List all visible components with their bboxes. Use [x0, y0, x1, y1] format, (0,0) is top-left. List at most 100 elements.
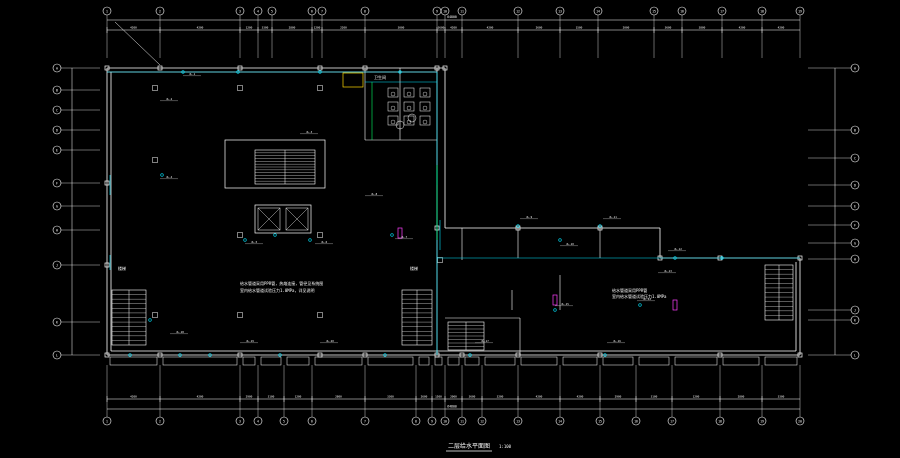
bottom-axis-bubble-label: 13 [516, 419, 520, 423]
elevator-cross [257, 207, 281, 231]
bottom-axis-bubble-label: 10 [443, 419, 447, 423]
bottom-axis-bubble-label: 16 [634, 419, 638, 423]
stair-label-mid: 楼梯 [410, 265, 418, 271]
bottom-axis-bubble-label: 9 [431, 419, 433, 423]
column [237, 65, 243, 71]
bottom-axis-bubble-label: 3 [239, 419, 241, 423]
window-strip [260, 356, 282, 366]
top-bay-dim-text: 3000 [398, 26, 405, 30]
top-axis-bubble-label: 8 [364, 9, 366, 13]
right-axis-bubble-label: B [854, 128, 856, 132]
window-strip [434, 356, 443, 366]
toilet-bowl [406, 105, 412, 111]
pipe-riser [720, 256, 724, 260]
column [157, 352, 163, 358]
pipe-riser [598, 224, 602, 228]
pipe-tag: JL-14 [643, 297, 651, 301]
left-axis-bubble-label: J [56, 263, 58, 267]
column [362, 352, 368, 358]
pipe-riser [603, 353, 607, 357]
interior-column [317, 85, 323, 91]
top-bay-dim-text: 1200 [246, 26, 253, 30]
bottom-axis-bubble-label: 19 [760, 419, 764, 423]
left-axis-bubble-label: B [56, 88, 58, 92]
interior-column [437, 257, 443, 263]
note-right-line-1: 给水管道采用PPR管 [612, 287, 647, 293]
bottom-bay-dim-text: 3100 [651, 395, 658, 399]
pipe-tag: JL-5 [251, 240, 258, 244]
column [434, 65, 440, 71]
column [717, 352, 723, 358]
interior-column [317, 312, 323, 318]
fixture-marker [552, 294, 558, 306]
drawing-title: 二层给水平面图 [448, 442, 490, 450]
bottom-axis-bubble-label: 2 [159, 419, 161, 423]
bottom-axis-bubble-label: 15 [598, 419, 602, 423]
column [317, 65, 323, 71]
toilet-fixture [403, 115, 415, 126]
pipe-riser [308, 238, 312, 242]
top-bay-dim-text: 2600 [536, 26, 543, 30]
pipe-tag: JL-10 [566, 242, 574, 246]
interior-column [152, 157, 158, 163]
bottom-axis-bubble-label: 6 [311, 419, 313, 423]
bottom-axis-bubble-label: 12 [480, 419, 484, 423]
drawing-scale: 1:100 [499, 444, 512, 449]
right-axis-bubble-label: E [854, 204, 856, 208]
pipe-tag: JL-15 [561, 302, 569, 306]
pipe-riser [638, 303, 642, 307]
bottom-axis-bubble-label: 18 [718, 419, 722, 423]
elevator-shaft [285, 207, 309, 231]
right-axis-bubble-label: K [854, 318, 856, 322]
pipe-riser [160, 173, 164, 177]
bottom-axis-bubble-label: 4 [257, 419, 259, 423]
bottom-bay-dim-text: 1200 [295, 395, 302, 399]
toilet-fixture [403, 87, 415, 98]
top-bay-dim-text: 4200 [450, 26, 457, 30]
top-bay-dim-text: 1200 [314, 26, 321, 30]
top-axis-bubble-label: 17 [720, 9, 724, 13]
bottom-bay-dim-text: 4200 [130, 395, 137, 399]
bottom-axis-bubble-label: 8 [415, 419, 417, 423]
window-strip [109, 356, 158, 366]
toilet-bowl [422, 119, 428, 125]
window-strip [367, 356, 414, 366]
top-bay-dim-text: 3800 [699, 26, 706, 30]
left-axis-bubble-label: K [56, 320, 58, 324]
elevator-cross [285, 207, 309, 231]
top-axis-bubble-label: 11 [460, 9, 464, 13]
column [237, 352, 243, 358]
top-axis-bubble-label: 13 [558, 9, 562, 13]
top-axis-bubble-label: 14 [596, 9, 600, 13]
top-bay-dim-text: 1500 [576, 26, 583, 30]
interior-column [237, 85, 243, 91]
pipe-riser [383, 353, 387, 357]
left-axis-bubble-label: G [56, 204, 58, 208]
column [157, 65, 163, 71]
column [442, 65, 448, 71]
drawing-notes: 给水管道采用PPR管，热熔连接，管径见系统图 室内给水管道试验压力1.0MPa，… [118, 74, 667, 299]
toilet-bowl [390, 105, 396, 111]
top-bay-dim-text: 2200 [340, 26, 347, 30]
right-axis-bubble-label: L [854, 353, 856, 357]
pipe-tag: JL-2 [166, 97, 173, 101]
note-line-1: 给水管道采用PPR管，热熔连接，管径见系统图 [240, 280, 323, 286]
left-axis-bubble-label: D [56, 128, 58, 132]
window-strip [162, 356, 238, 366]
elevator-shaft [257, 207, 281, 231]
toilet-bowl [422, 91, 428, 97]
elevator-box [254, 204, 312, 234]
drawing-title-block: 二层给水平面图 1:100 [446, 442, 512, 452]
toilet-fixture [387, 101, 399, 112]
top-bay-dim-text: 3600 [438, 26, 445, 30]
bottom-bay-dim-text: 3300 [387, 395, 394, 399]
top-axis-bubble-label: 10 [443, 9, 447, 13]
toilet-fixture [403, 101, 415, 112]
basin-fixture [395, 120, 405, 130]
window-strip [520, 356, 558, 366]
building-walls [104, 65, 803, 366]
column [104, 65, 110, 71]
pipe-riser [318, 70, 322, 74]
window-strip [638, 356, 670, 366]
